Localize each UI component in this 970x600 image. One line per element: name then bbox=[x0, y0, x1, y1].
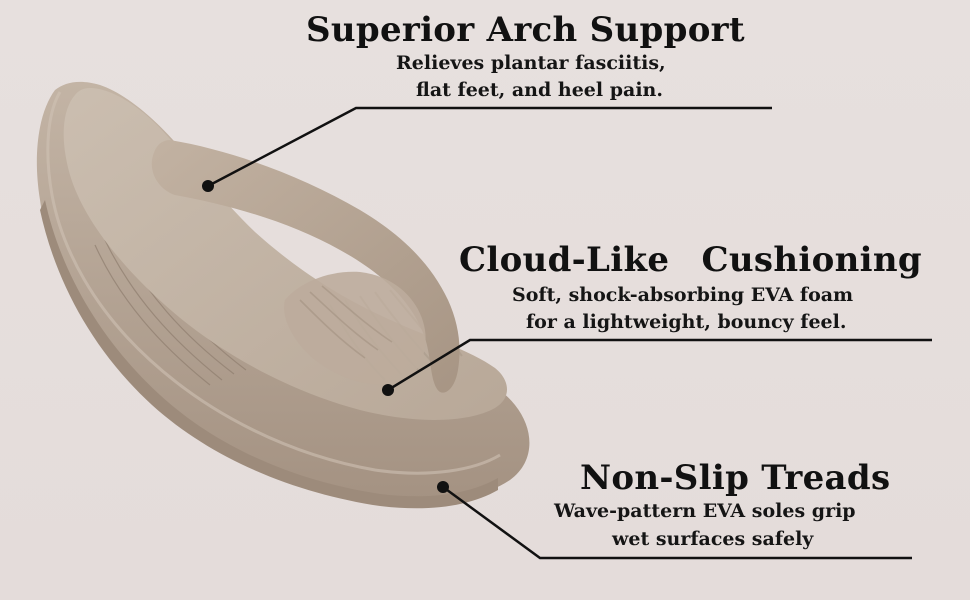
strap-opening-ridges bbox=[299, 285, 393, 359]
feature-title-non-slip: Non-Slip Treads bbox=[580, 458, 891, 498]
feature-title-cushioning: Cloud-Like Cushioning bbox=[459, 240, 922, 280]
feature-title-arch-support: Superior Arch Support bbox=[306, 10, 745, 50]
feature-desc-cushioning-line-1: Soft, shock-absorbing EVA foam bbox=[512, 284, 854, 306]
feature-desc-arch-line-2: flat feet, and heel pain. bbox=[416, 79, 663, 101]
callout-lines bbox=[207, 106, 932, 560]
dot-marker-cushion bbox=[382, 384, 394, 396]
feature-desc-cushioning-line-2: for a lightweight, bouncy feel. bbox=[526, 311, 847, 333]
callout-line-cushion bbox=[387, 338, 932, 392]
feature-desc-arch-line-1: Relieves plantar fasciitis, bbox=[396, 52, 666, 74]
dot-marker-treads bbox=[437, 481, 449, 493]
thong-strap bbox=[151, 140, 460, 393]
feature-desc-non-slip-line-2: wet surfaces safely bbox=[612, 528, 814, 550]
callout-line-arch bbox=[207, 106, 772, 188]
callout-line-treads bbox=[442, 485, 912, 560]
feature-desc-non-slip-line-1: Wave-pattern EVA soles grip bbox=[554, 500, 856, 522]
dot-marker-arch bbox=[202, 180, 214, 192]
